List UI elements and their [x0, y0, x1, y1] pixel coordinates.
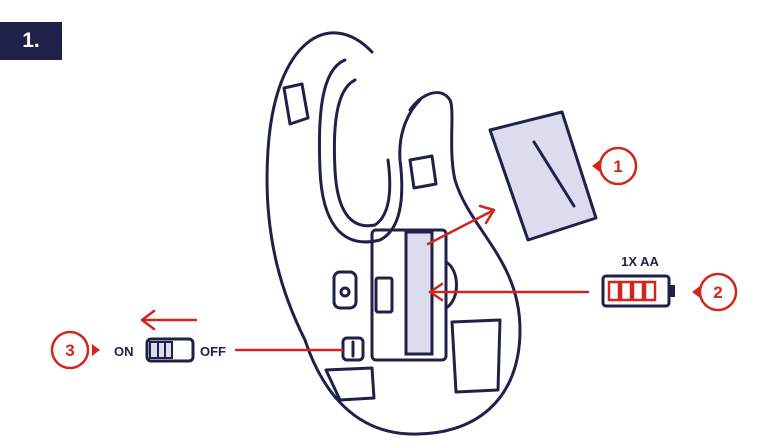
arrow-remove-cover-head [478, 204, 496, 225]
callout-1-number: 1 [613, 157, 622, 176]
callout-3-pointer [92, 344, 100, 356]
arrow-switch-direction-head [140, 309, 156, 331]
pad-left [282, 82, 310, 126]
switch-off-label: OFF [200, 344, 226, 359]
callout-3-circle [50, 330, 90, 370]
compartment-notch [444, 260, 458, 310]
mouse-underside [265, 31, 522, 436]
sensor-window [374, 276, 394, 314]
callout-3: 3 [50, 330, 100, 370]
callout-2-pointer [692, 286, 700, 298]
arrow-remove-cover [426, 208, 496, 246]
battery-cover [488, 110, 598, 242]
arrow-insert-battery-head [428, 282, 444, 302]
thumb-rest-inner [332, 78, 392, 228]
pad-bottom-right [450, 318, 502, 394]
arrows [140, 204, 590, 352]
callout-1-pointer [592, 160, 600, 172]
mouse-body-outline [265, 31, 522, 436]
battery-compartment [370, 228, 448, 362]
battery-cover-ridge [532, 140, 576, 208]
callout-3-number: 3 [65, 341, 74, 360]
battery-cell [619, 280, 633, 302]
battery-slot [404, 230, 434, 356]
step-number-badge: 1. [0, 22, 62, 60]
battery-cell [607, 280, 621, 302]
pad-bottom-left [324, 366, 376, 402]
callout-2-number: 2 [713, 283, 722, 302]
switch-on-label: ON [114, 344, 134, 359]
battery-body [601, 274, 671, 308]
side-button [332, 270, 358, 310]
on-off-switch: ON OFF [114, 337, 226, 363]
power-switch-on-mouse [341, 336, 365, 362]
callout-2: 2 [692, 272, 738, 312]
callout-1: 1 [592, 146, 638, 186]
thumb-rest-groove [317, 58, 422, 244]
battery-spec-label: 1X AA [621, 254, 659, 269]
switch-knob [149, 341, 173, 359]
battery-icon: 1X AA [601, 254, 675, 308]
battery-cover-shape [488, 110, 598, 242]
battery-terminal [669, 285, 675, 297]
pad-right [408, 154, 438, 190]
side-button-dot [339, 286, 351, 298]
battery-cells [607, 280, 657, 302]
battery-cell [631, 280, 645, 302]
battery-cell [643, 280, 657, 302]
